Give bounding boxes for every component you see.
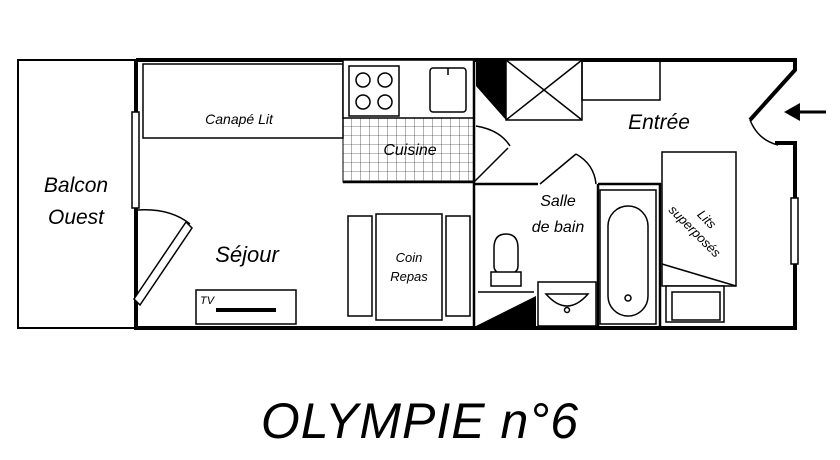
right-window [790,197,799,265]
label-cuisine: Cuisine [383,142,436,159]
bathroom-door [539,153,597,185]
cupboard [505,59,583,121]
balcony [17,59,136,329]
label-salle: Salle [540,193,576,210]
label-repas: Repas [390,269,428,284]
plan-title: OLYMPIE n°6 [260,393,580,449]
bunk-beds [661,151,737,323]
label-sejour: Séjour [215,242,280,267]
kitchen-door [473,125,511,183]
bathtub [599,189,657,325]
dining-table [375,213,443,321]
shaft [476,296,536,326]
balcony-window [131,111,140,209]
label-coin: Coin [396,250,423,265]
label-entree: Entrée [628,111,690,134]
bench-left [347,215,373,317]
arrow-left-icon [784,103,826,121]
pillar [476,60,506,120]
toilet [478,233,534,293]
label-tv: TV [200,295,216,307]
label-ouest: Ouest [48,206,105,229]
entrance-door [749,119,779,146]
balcony-door [133,209,193,307]
bathroom-walls [472,182,662,328]
label-balcon: Balcon [44,174,108,197]
entry-shelf [581,62,661,101]
tv-unit [195,289,297,325]
wash-basin [537,281,597,327]
sofa-bed [142,63,344,139]
label-de-bain: de bain [532,219,585,236]
bench-right [445,215,471,317]
label-canape: Canapé Lit [205,111,274,127]
kitchen [342,59,476,184]
